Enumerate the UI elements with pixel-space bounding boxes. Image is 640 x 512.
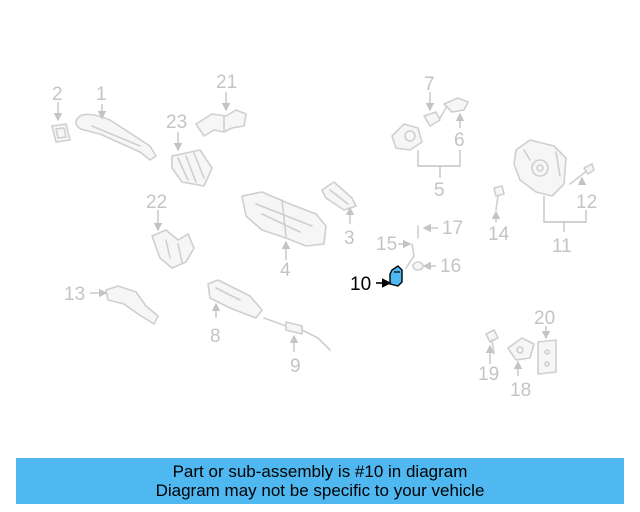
part-20-plate: [537, 339, 557, 375]
callout-6[interactable]: 6: [454, 130, 465, 151]
callout-7[interactable]: 7: [424, 74, 435, 95]
part-15-rod: [405, 243, 415, 269]
callout-20[interactable]: 20: [534, 308, 555, 329]
part-7-retainer: [423, 111, 441, 127]
info-banner: Part or sub-assembly is #10 in diagram D…: [16, 458, 624, 504]
callout-5[interactable]: 5: [434, 180, 445, 201]
callout-14[interactable]: 14: [488, 224, 510, 245]
part-1-outside-handle: [75, 113, 157, 161]
part-6-key: [439, 97, 469, 119]
banner-line-1: Part or sub-assembly is #10 in diagram: [172, 462, 468, 481]
callout-3[interactable]: 3: [344, 228, 355, 249]
part-3-inside-bezel: [321, 181, 357, 211]
callout-21[interactable]: 21: [216, 72, 237, 93]
part-16-grommet: [412, 261, 424, 271]
part-19-bolt: [485, 329, 499, 355]
callout-13[interactable]: 13: [64, 284, 85, 305]
part-18-striker: [507, 337, 535, 361]
part-14-screw: [493, 185, 505, 211]
callout-22[interactable]: 22: [146, 192, 167, 213]
banner-line-2: Diagram may not be specific to your vehi…: [155, 481, 485, 500]
callout-2[interactable]: 2: [52, 84, 63, 105]
part-21-bracket: [195, 109, 247, 137]
callout-9[interactable]: 9: [290, 356, 301, 377]
callout-1[interactable]: 1: [96, 84, 107, 105]
callout-11[interactable]: 11: [552, 236, 572, 257]
part-5-lock-cylinder: [391, 123, 423, 151]
callout-8[interactable]: 8: [210, 326, 221, 347]
callout-17[interactable]: 17: [442, 218, 463, 239]
part-9-rod: [263, 317, 331, 351]
callout-15[interactable]: 15: [376, 234, 397, 255]
part-23-boot: [171, 149, 213, 187]
parts-diagram: 2 1 21 23 3 4 22 13: [51, 72, 597, 401]
part-22-bracket: [151, 229, 195, 269]
callout-16[interactable]: 16: [440, 256, 461, 277]
part-13-lever: [105, 285, 159, 325]
part-8-inside-handle: [207, 279, 263, 319]
part-11-latch: [513, 139, 567, 197]
callout-12[interactable]: 12: [576, 192, 597, 213]
part-10-highlighted[interactable]: [389, 265, 403, 287]
callout-18[interactable]: 18: [510, 380, 531, 401]
callout-19[interactable]: 19: [478, 364, 499, 385]
callout-10[interactable]: 10: [350, 274, 371, 295]
part-4-linkage: [241, 191, 327, 247]
callout-23[interactable]: 23: [166, 112, 187, 133]
callout-4[interactable]: 4: [280, 260, 291, 281]
part-2-bezel: [51, 123, 71, 143]
